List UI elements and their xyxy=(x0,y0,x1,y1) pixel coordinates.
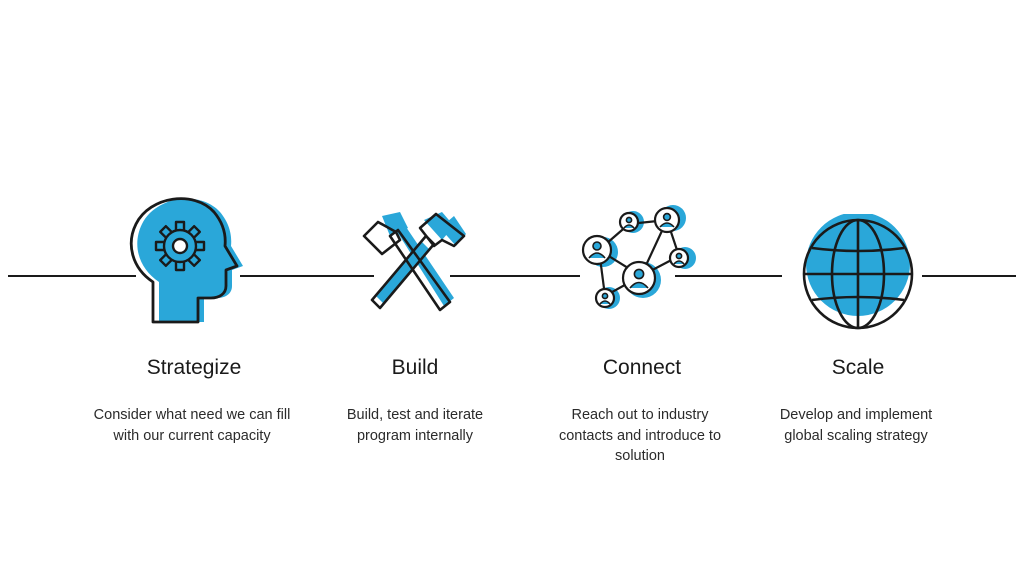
network-people-icon xyxy=(581,205,696,309)
connector-line xyxy=(240,275,374,277)
step-description-build: Build, test and iterate program internal… xyxy=(346,407,484,444)
globe-icon xyxy=(802,214,914,330)
step-title-connect: Connect xyxy=(602,356,682,379)
step-description-strategize: Consider what need we can fill with our … xyxy=(93,407,291,444)
connector-line xyxy=(450,275,580,277)
connector-line xyxy=(922,275,1016,277)
step-title-build: Build xyxy=(391,356,439,379)
step-title-scale: Scale xyxy=(831,356,885,379)
step-description-connect: Reach out to industry contacts and intro… xyxy=(558,407,722,464)
step-title-strategize: Strategize xyxy=(146,356,242,379)
connector-line xyxy=(675,275,782,277)
connector-line xyxy=(8,275,136,277)
crossed-hammers-icon xyxy=(362,212,466,312)
step-description-scale: Develop and implement global scaling str… xyxy=(779,407,933,444)
head-gear-icon xyxy=(129,197,243,324)
